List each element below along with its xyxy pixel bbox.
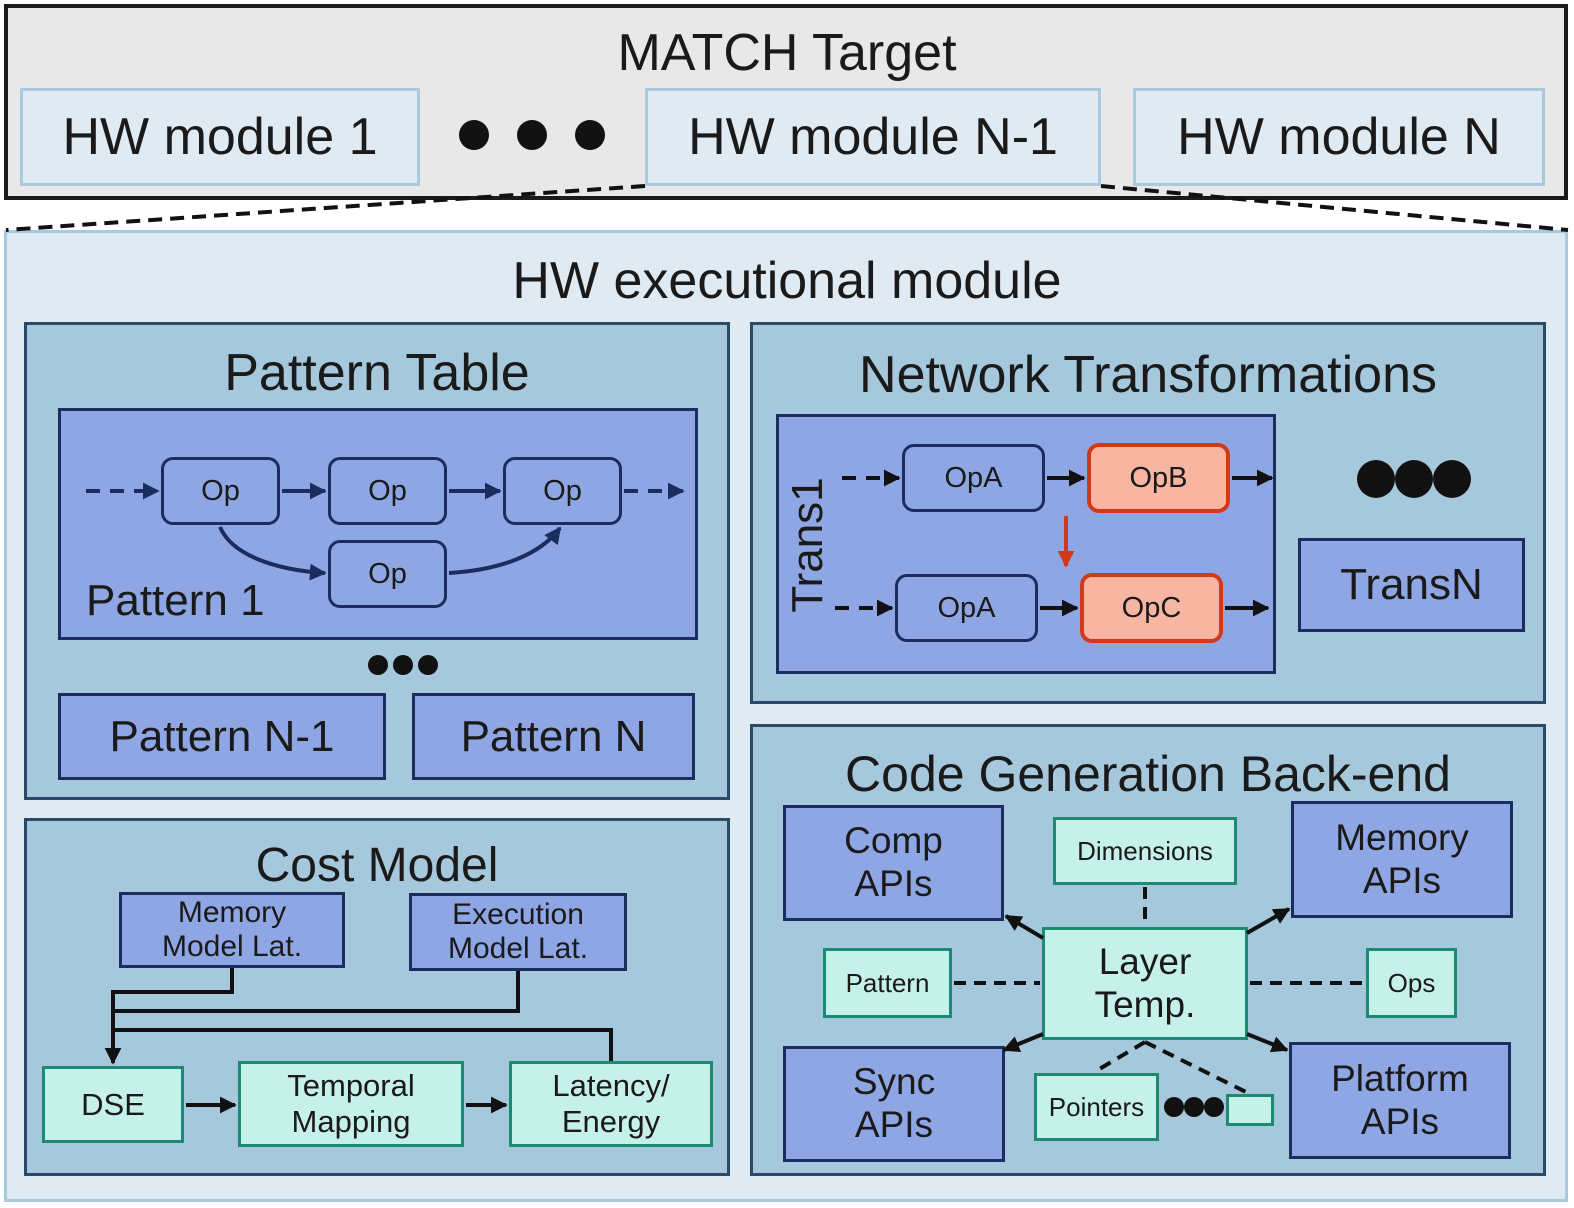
execution-model-box: Execution Model Lat. bbox=[409, 893, 627, 971]
transn-box: TransN bbox=[1298, 538, 1525, 632]
layer-temp-box: Layer Temp. bbox=[1042, 927, 1248, 1040]
dimensions-box: Dimensions bbox=[1053, 817, 1237, 885]
pattern-n-box: Pattern N bbox=[412, 693, 695, 780]
ellipsis-dot bbox=[459, 120, 489, 150]
ellipsis-dot bbox=[1184, 1097, 1204, 1117]
ellipsis-dot bbox=[1204, 1097, 1224, 1117]
ellipsis-dot bbox=[1433, 460, 1471, 498]
pattern-box: Pattern bbox=[823, 948, 952, 1018]
ellipsis-dot bbox=[1357, 460, 1395, 498]
pattern-op-node: Op bbox=[328, 540, 447, 608]
network-transformations-title: Network Transformations bbox=[859, 346, 1437, 404]
ellipsis-dot bbox=[1395, 460, 1433, 498]
ops-box: Ops bbox=[1366, 948, 1457, 1018]
trans1-label: Trans1 bbox=[783, 477, 832, 613]
match-target-title: MATCH Target bbox=[617, 24, 957, 82]
opa-node-bottom: OpA bbox=[895, 574, 1038, 642]
memory-apis-box: Memory APIs bbox=[1291, 801, 1513, 918]
ellipsis-dot bbox=[368, 655, 388, 675]
ellipsis-dot bbox=[1164, 1097, 1184, 1117]
temporal-mapping-box: Temporal Mapping bbox=[238, 1061, 464, 1147]
opb-node: OpB bbox=[1087, 443, 1230, 513]
pattern-1-label: Pattern 1 bbox=[86, 576, 265, 625]
pointers-box: Pointers bbox=[1034, 1073, 1159, 1141]
platform-apis-box: Platform APIs bbox=[1289, 1042, 1511, 1159]
pattern-op-node: Op bbox=[161, 457, 280, 525]
hw-module-n-1: HW module N-1 bbox=[645, 88, 1101, 186]
opc-node: OpC bbox=[1080, 573, 1223, 643]
comp-apis-box: Comp APIs bbox=[783, 805, 1004, 921]
ellipsis-dot bbox=[575, 120, 605, 150]
ellipsis-dot bbox=[517, 120, 547, 150]
latency-energy-box: Latency/ Energy bbox=[509, 1061, 713, 1147]
extra-small-box bbox=[1226, 1094, 1274, 1126]
dse-box: DSE bbox=[42, 1066, 184, 1143]
hw-module-1: HW module 1 bbox=[20, 88, 420, 186]
ellipsis-dot bbox=[418, 655, 438, 675]
pattern-op-node: Op bbox=[328, 457, 447, 525]
ellipsis-dot bbox=[393, 655, 413, 675]
pattern-op-node: Op bbox=[503, 457, 622, 525]
hw-executional-module-title: HW executional module bbox=[512, 252, 1062, 310]
pattern-n-1-box: Pattern N-1 bbox=[58, 693, 386, 780]
cost-model-title: Cost Model bbox=[255, 838, 499, 892]
sync-apis-box: Sync APIs bbox=[783, 1046, 1005, 1162]
pattern-table-title: Pattern Table bbox=[224, 344, 530, 402]
code-generation-title: Code Generation Back-end bbox=[845, 746, 1451, 802]
opa-node-top: OpA bbox=[902, 444, 1045, 512]
hw-module-n: HW module N bbox=[1133, 88, 1545, 186]
memory-model-box: Memory Model Lat. bbox=[119, 892, 345, 968]
